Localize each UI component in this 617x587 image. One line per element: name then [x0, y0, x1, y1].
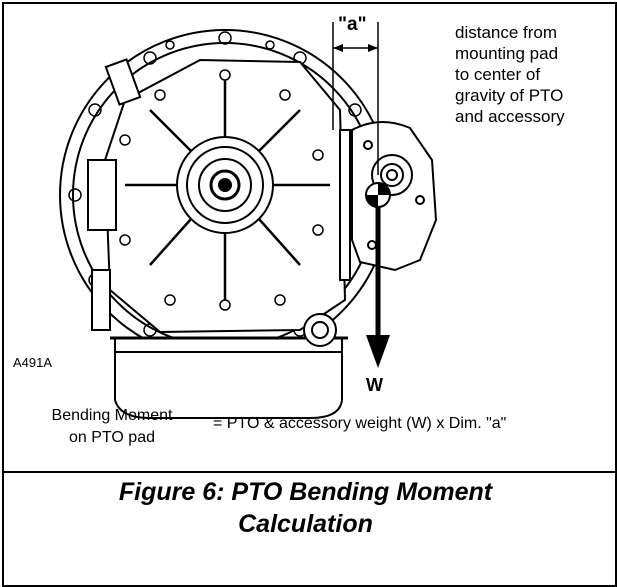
caption-line-2: Calculation [238, 510, 373, 538]
weight-label: W [366, 375, 383, 395]
caption-line-1: Figure 6: PTO Bending Moment [118, 478, 493, 506]
bending-equation: = PTO & accessory weight (W) x Dim. "a" [213, 415, 507, 432]
caption-divider [4, 471, 615, 473]
dimension-a-label: "a" [338, 14, 367, 35]
dim-arrow-left [333, 44, 343, 52]
hub-inner [198, 158, 252, 212]
bending-moment-label: Bending Moment on PTO pad [51, 407, 173, 446]
distance-note: distance from mounting pad to center of … [455, 23, 565, 126]
transmission-drawing [59, 22, 438, 419]
figure-id: A491A [13, 355, 53, 370]
oil-pan [114, 338, 343, 419]
hub-mid [186, 146, 264, 224]
mounting-pad [339, 129, 351, 281]
dim-arrow-right [368, 44, 378, 52]
figure-caption: Figure 6: PTO Bending Moment Calculation [0, 476, 611, 540]
weight-arrowhead [366, 335, 390, 368]
pto-body [351, 121, 438, 272]
center-of-gravity-symbol [365, 182, 391, 208]
